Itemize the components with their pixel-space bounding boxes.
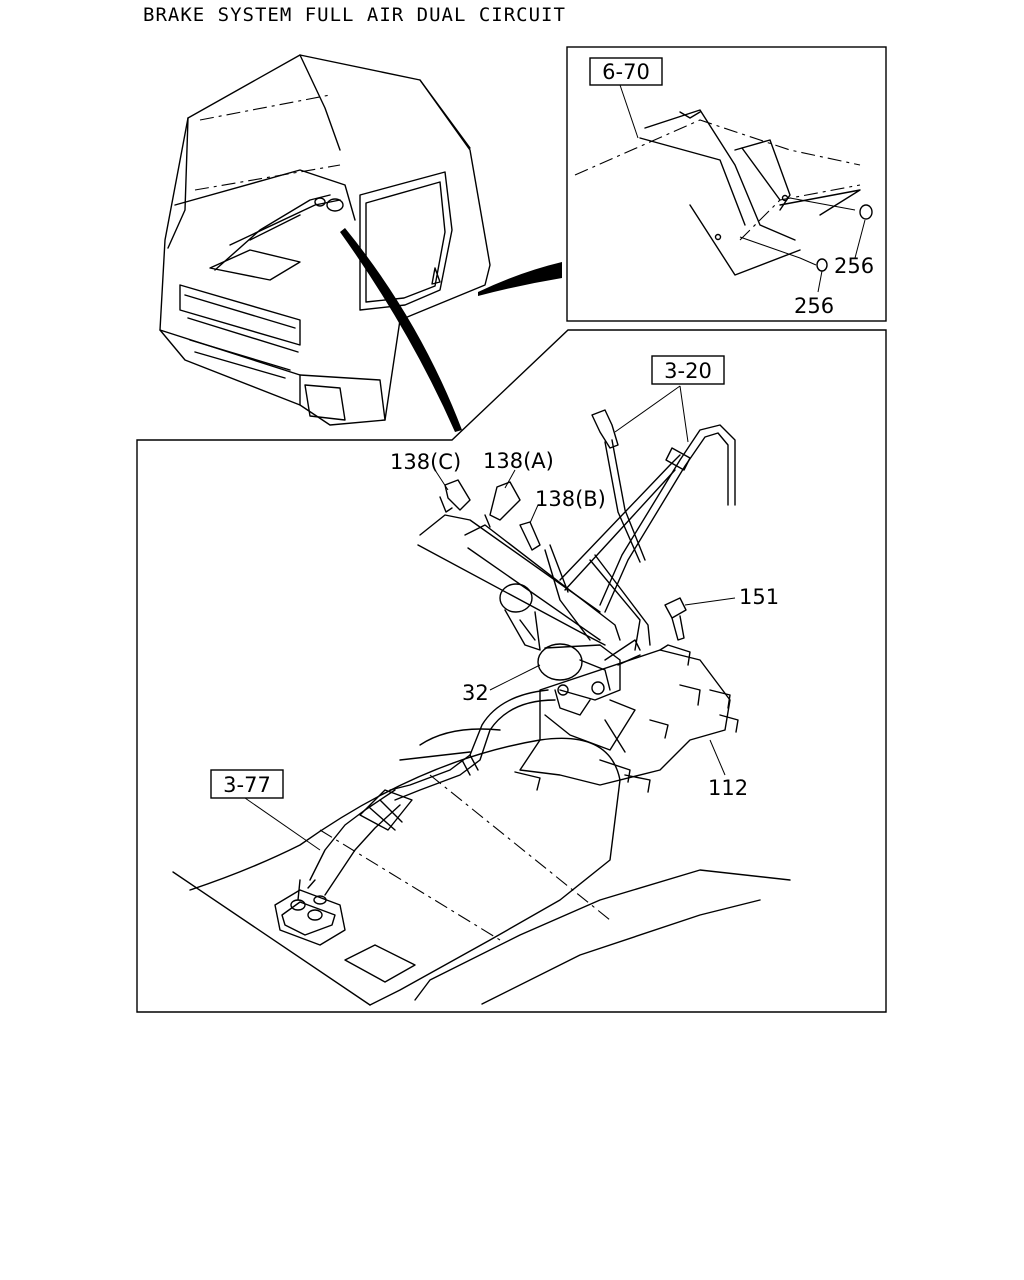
callout-112: 112 [708, 776, 748, 800]
leader-32 [489, 664, 541, 691]
diagram-title: BRAKE SYSTEM FULL AIR DUAL CIRCUIT [143, 4, 566, 26]
leader-112 [709, 739, 726, 776]
ref-label-3-77: 3-77 [223, 773, 271, 797]
leader-3-20 [614, 385, 689, 443]
callout-256-lower: 256 [794, 294, 834, 318]
callout-138a: 138(A) [483, 449, 554, 473]
ref-box-3-20: 3-20 [651, 355, 725, 385]
callout-138c: 138(C) [390, 450, 461, 474]
main-panel [136, 329, 887, 1013]
callout-256-upper: 256 [834, 254, 874, 278]
leader-swoosh-lower [340, 228, 462, 432]
leader-swoosh-upper [478, 262, 562, 296]
leader-3-77 [244, 797, 321, 851]
leader-6-70 [619, 84, 639, 139]
ref-label-3-20: 3-20 [664, 359, 712, 383]
leader-138a [504, 469, 516, 489]
callout-32: 32 [462, 681, 489, 705]
callout-138b: 138(B) [535, 487, 606, 511]
leader-151 [684, 597, 736, 606]
callout-151: 151 [739, 585, 779, 609]
leader-138b [529, 504, 539, 524]
truck-cab-illustration [159, 54, 491, 426]
ref-label-6-70: 6-70 [602, 60, 650, 84]
leader-138c [434, 469, 449, 491]
ref-box-3-77: 3-77 [210, 769, 284, 799]
ref-box-6-70: 6-70 [589, 57, 663, 86]
inset-panel-upper [566, 46, 887, 322]
